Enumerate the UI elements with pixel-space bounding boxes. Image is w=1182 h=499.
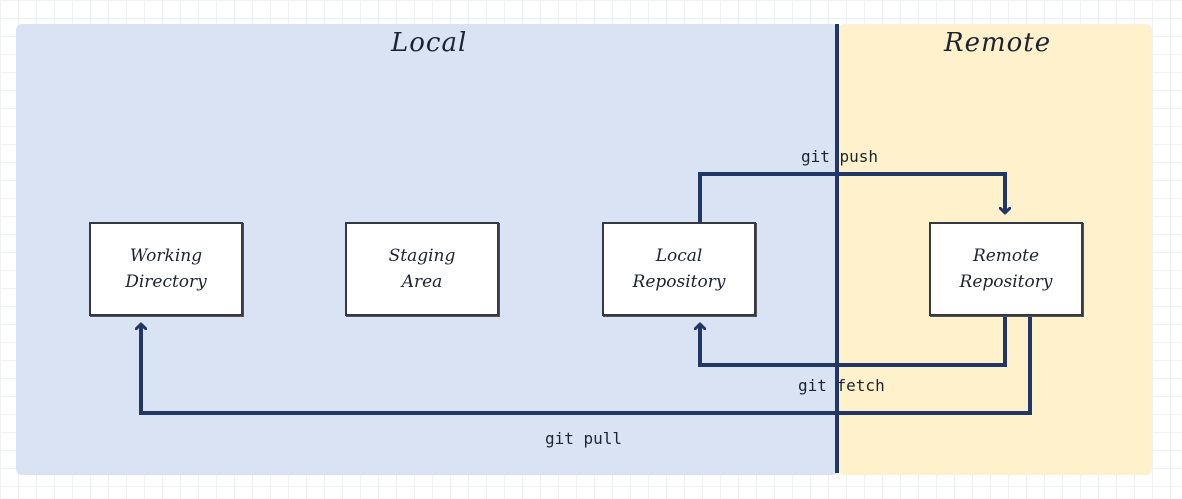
working-directory-label: Working Directory	[125, 246, 207, 292]
git-push-label: git push	[801, 147, 879, 166]
local-region-title: Local	[391, 28, 468, 58]
local-repository-box: Local Repository	[602, 222, 756, 316]
remote-repository-label: Remote Repository	[959, 246, 1053, 292]
staging-area-box: Staging Area	[345, 222, 499, 316]
remote-region-title: Remote	[944, 28, 1052, 58]
working-directory-box: Working Directory	[89, 222, 243, 316]
git-pull-label: git pull	[545, 429, 623, 448]
remote-repository-box: Remote Repository	[929, 222, 1083, 316]
fetch-arrow	[700, 316, 1007, 367]
staging-area-label: Staging Area	[388, 246, 456, 292]
git-fetch-label: git fetch	[798, 376, 885, 395]
push-arrow	[698, 172, 1005, 222]
local-repository-label: Local Repository	[632, 246, 726, 292]
pull-arrow	[141, 316, 1032, 415]
